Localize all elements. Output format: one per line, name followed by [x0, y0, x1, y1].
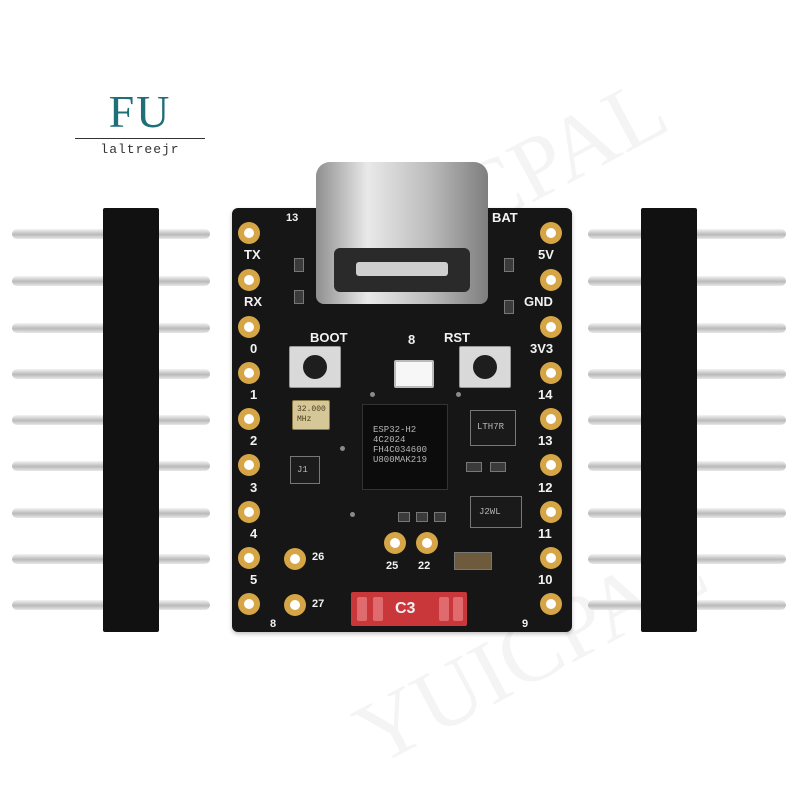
- smd-capacitor: [466, 462, 482, 472]
- castellated-pad: [540, 362, 562, 384]
- reset-button[interactable]: [459, 346, 511, 388]
- castellated-pad: [540, 593, 562, 615]
- pad-label-25: 25: [386, 560, 399, 572]
- pin-label-11: 11: [538, 526, 552, 541]
- pad-label-27: 27: [312, 598, 325, 610]
- crystal-marking: 32.000 MHz: [297, 405, 326, 424]
- castellated-pad: [540, 222, 562, 244]
- pin-label-3v3: 3V3: [530, 341, 554, 356]
- pin-label-9-corner: 9: [522, 618, 529, 630]
- pad-label-22: 22: [418, 560, 431, 572]
- castellated-pad: [540, 408, 562, 430]
- castellated-pad: [238, 316, 260, 338]
- crystal-oscillator: 32.000 MHz: [292, 400, 330, 430]
- badge-slot: [357, 597, 367, 621]
- esp32-h2-chip: ESP32-H2 4C2024 FH4C034600 U800MAK219: [362, 404, 448, 490]
- header-plastic-strip: [641, 208, 697, 632]
- pin-label-bat: BAT: [492, 210, 518, 225]
- castellated-pad: [238, 362, 260, 384]
- pin-label-gnd: GND: [524, 294, 553, 309]
- reset-button-cap[interactable]: [473, 355, 497, 379]
- ldo-marking: J2WL: [479, 507, 501, 517]
- castellated-pad: [540, 316, 562, 338]
- model-badge-text: C3: [395, 600, 416, 617]
- smd-resistor: [504, 300, 514, 314]
- header-plastic-strip: [103, 208, 159, 632]
- logo-divider: [75, 138, 205, 139]
- pin-label-12: 12: [538, 480, 553, 495]
- transistor: J1: [290, 456, 320, 484]
- usb-c-tongue: [356, 262, 448, 276]
- boot-button[interactable]: [289, 346, 341, 388]
- smd-resistor: [416, 512, 428, 522]
- smd-resistor: [504, 258, 514, 272]
- regulator-marking: LTH7R: [477, 422, 505, 432]
- castellated-pad: [540, 547, 562, 569]
- badge-slot: [373, 597, 383, 621]
- pin-label-0: 0: [250, 341, 258, 356]
- castellated-pad: [540, 501, 562, 523]
- pin-label-3: 3: [250, 480, 258, 495]
- pad-label-26: 26: [312, 551, 325, 563]
- inner-pad-27: [284, 594, 306, 616]
- pin-label-tx: TX: [244, 247, 261, 262]
- boot-button-cap[interactable]: [303, 355, 327, 379]
- pcb-via: [370, 392, 375, 397]
- inner-pad-22: [416, 532, 438, 554]
- rgb-led: [394, 360, 434, 388]
- pcb-via: [456, 392, 461, 397]
- voltage-regulator: LTH7R: [470, 410, 516, 446]
- castellated-pad: [238, 222, 260, 244]
- pin-label-14: 14: [538, 387, 553, 402]
- pin-label-13-top: 13: [286, 212, 299, 224]
- pin-label-4: 4: [250, 526, 258, 541]
- boot-label: BOOT: [310, 330, 348, 345]
- chip-marking: ESP32-H2 4C2024 FH4C034600 U800MAK219: [373, 425, 428, 465]
- brand-logo-subtitle: laltreejr: [100, 142, 180, 157]
- model-badge: C3: [351, 592, 467, 626]
- smd-capacitor: [454, 552, 492, 570]
- pin-label-8-corner: 8: [270, 618, 277, 630]
- smd-resistor: [434, 512, 446, 522]
- smd-resistor: [294, 258, 304, 272]
- smd-resistor: [294, 290, 304, 304]
- smd-resistor: [398, 512, 410, 522]
- brand-logo-text: FU: [108, 86, 172, 137]
- smd-capacitor: [490, 462, 506, 472]
- pin-label-5: 5: [250, 572, 258, 587]
- pin-label-1: 1: [250, 387, 258, 402]
- castellated-pad: [238, 408, 260, 430]
- ldo-regulator: J2WL: [470, 496, 522, 528]
- brand-logo: FU laltreejr: [75, 88, 205, 157]
- pin-label-5v: 5V: [538, 247, 554, 262]
- inner-pad-25: [384, 532, 406, 554]
- castellated-pad: [238, 269, 260, 291]
- castellated-pad: [238, 593, 260, 615]
- castellated-pad: [540, 269, 562, 291]
- pin-label-10: 10: [538, 572, 553, 587]
- inner-pad-26: [284, 548, 306, 570]
- gpio8-label: 8: [408, 332, 416, 347]
- pin-label-2: 2: [250, 433, 258, 448]
- castellated-pad: [238, 454, 260, 476]
- badge-slot: [453, 597, 463, 621]
- pcb-via: [340, 446, 345, 451]
- pcb-via: [350, 512, 355, 517]
- rst-label: RST: [444, 330, 470, 345]
- pin-label-rx: RX: [244, 294, 263, 309]
- pin-label-13: 13: [538, 433, 553, 448]
- castellated-pad: [238, 547, 260, 569]
- castellated-pad: [238, 501, 260, 523]
- castellated-pad: [540, 454, 562, 476]
- badge-slot: [439, 597, 449, 621]
- transistor-marking: J1: [297, 465, 308, 475]
